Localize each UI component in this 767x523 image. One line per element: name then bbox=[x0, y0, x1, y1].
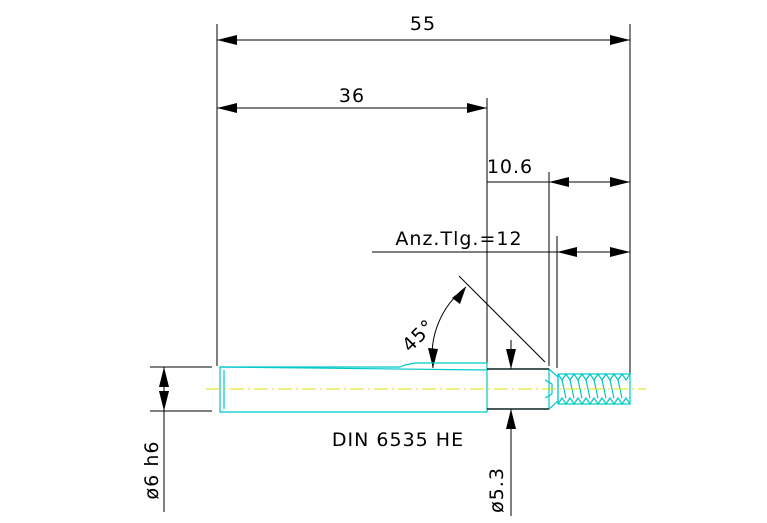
shank-length-label: 36 bbox=[339, 85, 365, 107]
shank-diameter-label: ø6 h6 bbox=[141, 441, 163, 500]
standard-label: DIN 6535 HE bbox=[332, 429, 464, 451]
flutes-label: Anz.Tlg.=12 bbox=[395, 228, 522, 250]
overall-length-label: 55 bbox=[410, 13, 436, 35]
neck-diameter-label: ø5.3 bbox=[486, 467, 508, 513]
dimension-shank-length: 36 bbox=[217, 85, 487, 113]
thread-length-label: 10.6 bbox=[487, 156, 533, 178]
dimension-neck-diameter: ø5.3 bbox=[486, 340, 516, 516]
dimension-thread-length: 10.6 bbox=[487, 156, 630, 187]
dimension-flutes: Anz.Tlg.=12 bbox=[372, 228, 630, 257]
extension-lines bbox=[150, 24, 631, 412]
tool-body bbox=[219, 362, 631, 413]
dimension-overall-length: 55 bbox=[217, 13, 630, 45]
dimension-chamfer-angle: 45° bbox=[398, 275, 546, 369]
dimension-shank-diameter: ø6 h6 bbox=[141, 367, 169, 512]
